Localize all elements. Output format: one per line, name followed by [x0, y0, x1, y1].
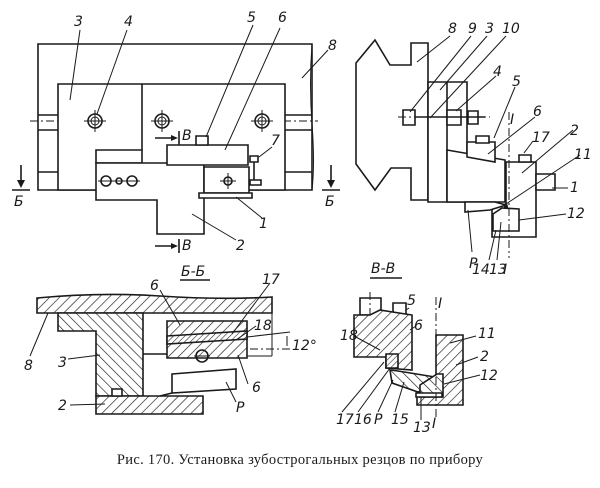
label-18: 18	[254, 318, 272, 334]
screw-5	[195, 135, 209, 146]
label-13: 13	[489, 262, 507, 278]
angle-label: 12°	[292, 338, 317, 354]
section-label-b-right: Б	[325, 194, 335, 210]
label-14: 14	[472, 262, 490, 278]
axis-label-bottom: I	[432, 416, 436, 432]
label-p: P	[374, 412, 383, 428]
label-8: 8	[328, 38, 337, 54]
label-1: 1	[570, 180, 579, 196]
section-mark-b-left	[12, 165, 30, 191]
label-5: 5	[247, 10, 256, 26]
side-view: I I 8 9 3 10 4 5 6 17 2 11 1	[355, 21, 592, 278]
screw-5	[475, 135, 490, 144]
pin-holes-icon	[98, 175, 140, 187]
label-9: 9	[468, 21, 477, 37]
label-2: 2	[58, 398, 67, 414]
cutter-1	[198, 192, 253, 199]
label-8: 8	[24, 358, 33, 374]
axis-label-bottom: I	[503, 262, 507, 278]
label-4: 4	[493, 64, 502, 80]
label-7: 7	[271, 133, 280, 149]
label-2: 2	[570, 123, 579, 139]
holder-2-section	[95, 395, 204, 415]
bolt-icon	[220, 173, 236, 189]
cutter-p	[464, 201, 509, 213]
label-1: 1	[259, 216, 268, 232]
section-bb-view: Б-Б 12° 8 3 2 6 17 18	[24, 264, 317, 416]
label-6: 6	[533, 104, 542, 120]
screw-17	[518, 154, 532, 163]
bolt-4-icon	[84, 110, 106, 132]
label-17: 17	[262, 272, 280, 288]
label-15: 15	[391, 412, 409, 428]
clamp-6	[166, 144, 249, 166]
label-3: 3	[485, 21, 494, 37]
label-12: 12	[567, 206, 585, 222]
section-vv-title: В-В	[371, 261, 395, 277]
label-6-top: 6	[150, 278, 159, 294]
bolt-icon	[251, 110, 273, 132]
section-mark-b-right	[322, 165, 340, 191]
label-13: 13	[413, 420, 431, 436]
label-17: 17	[532, 130, 550, 146]
holder-2	[95, 162, 205, 235]
slide-8	[355, 38, 429, 201]
label-2: 2	[480, 349, 489, 365]
body-3-section	[57, 312, 144, 397]
label-16: 16	[354, 412, 372, 428]
label-10: 10	[502, 21, 520, 37]
section-label-v-top: В	[182, 128, 192, 144]
clamp-6-section	[353, 309, 413, 371]
label-6-bottom: 6	[252, 380, 261, 396]
plan-view: Б Б В В 3 4 5 6 8 7	[12, 10, 340, 254]
cutter-p-section	[171, 368, 237, 394]
section-mark-v-bottom	[155, 239, 180, 253]
label-p: P	[469, 256, 478, 272]
section-vv-view: В-В I I 18 5 6 11 2 12	[336, 261, 498, 436]
section-label-b-left: Б	[14, 194, 24, 210]
label-6: 6	[414, 318, 423, 334]
slide-8-section	[36, 293, 273, 314]
section-label-v-bottom: В	[182, 238, 192, 254]
label-18: 18	[340, 328, 358, 344]
label-8: 8	[448, 21, 457, 37]
label-11: 11	[574, 147, 592, 163]
axis-label-top: I	[438, 296, 442, 312]
label-11: 11	[478, 326, 496, 342]
section-mark-v-top	[155, 131, 180, 145]
label-4: 4	[124, 14, 133, 30]
label-6: 6	[278, 10, 287, 26]
label-5: 5	[407, 293, 416, 309]
label-17: 17	[336, 412, 354, 428]
label-2: 2	[236, 238, 245, 254]
figure-caption: Рис. 170. Установка зубострогальных резц…	[116, 452, 484, 468]
label-p: P	[236, 400, 245, 416]
axis-label-top: I	[510, 112, 514, 128]
section-bb-title: Б-Б	[181, 264, 205, 280]
bolt-icon	[151, 110, 173, 132]
label-5: 5	[512, 74, 521, 90]
label-3: 3	[74, 14, 83, 30]
label-3: 3	[58, 355, 67, 371]
label-12: 12	[480, 368, 498, 384]
